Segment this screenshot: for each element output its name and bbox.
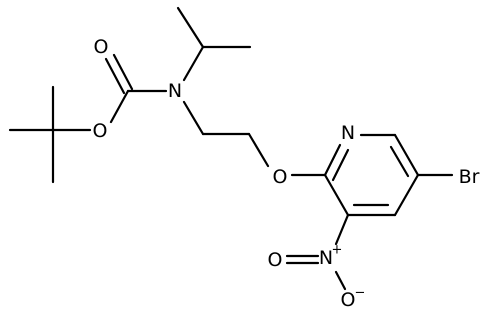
- bond-carbonyl-double-b: [112, 53, 134, 91]
- bond-c5-c4: [393, 173, 420, 217]
- bond-ch2-ether-o: [247, 132, 270, 168]
- nitro-nitrogen-charge: +: [332, 243, 343, 258]
- bond-n-isopropyl-ch: [182, 45, 205, 82]
- bond-c6-c5-inner: [389, 145, 410, 178]
- bond-n-ch2: [182, 100, 205, 136]
- atom-label-layer: O O N O N Br N + O O −: [93, 36, 480, 311]
- atom-carbonyl-oxygen: O: [94, 36, 109, 58]
- bond-c2-n1-double-inner: [331, 148, 350, 182]
- bond-c6-c5: [393, 133, 420, 177]
- atom-nitro-oxygen-bottom: O: [341, 289, 356, 311]
- atom-ether-oxygen: O: [273, 166, 288, 188]
- bond-carbonyl-double-a: [104, 57, 126, 95]
- bond-c3-c2: [323, 173, 350, 217]
- atom-nitro-nitrogen: N: [319, 247, 333, 269]
- atom-pyridine-nitrogen: N: [341, 122, 355, 144]
- bond-c3-nitro-n: [334, 213, 350, 246]
- nitro-oxygen-charge: −: [355, 286, 366, 301]
- atom-bromine: Br: [459, 166, 480, 188]
- atom-nitro-oxygen-top: O: [268, 249, 283, 271]
- bond-ester-o-carbonyl-c: [109, 89, 130, 124]
- bond-isopropyl-methyl-left: [176, 6, 205, 49]
- bond-layer: [8, 6, 454, 291]
- atom-carbamate-nitrogen: N: [168, 80, 182, 102]
- bond-nitro-n-o-bottom: [334, 270, 347, 291]
- bond-c2-n1-double: [323, 143, 342, 177]
- atom-ester-oxygen: O: [93, 120, 108, 142]
